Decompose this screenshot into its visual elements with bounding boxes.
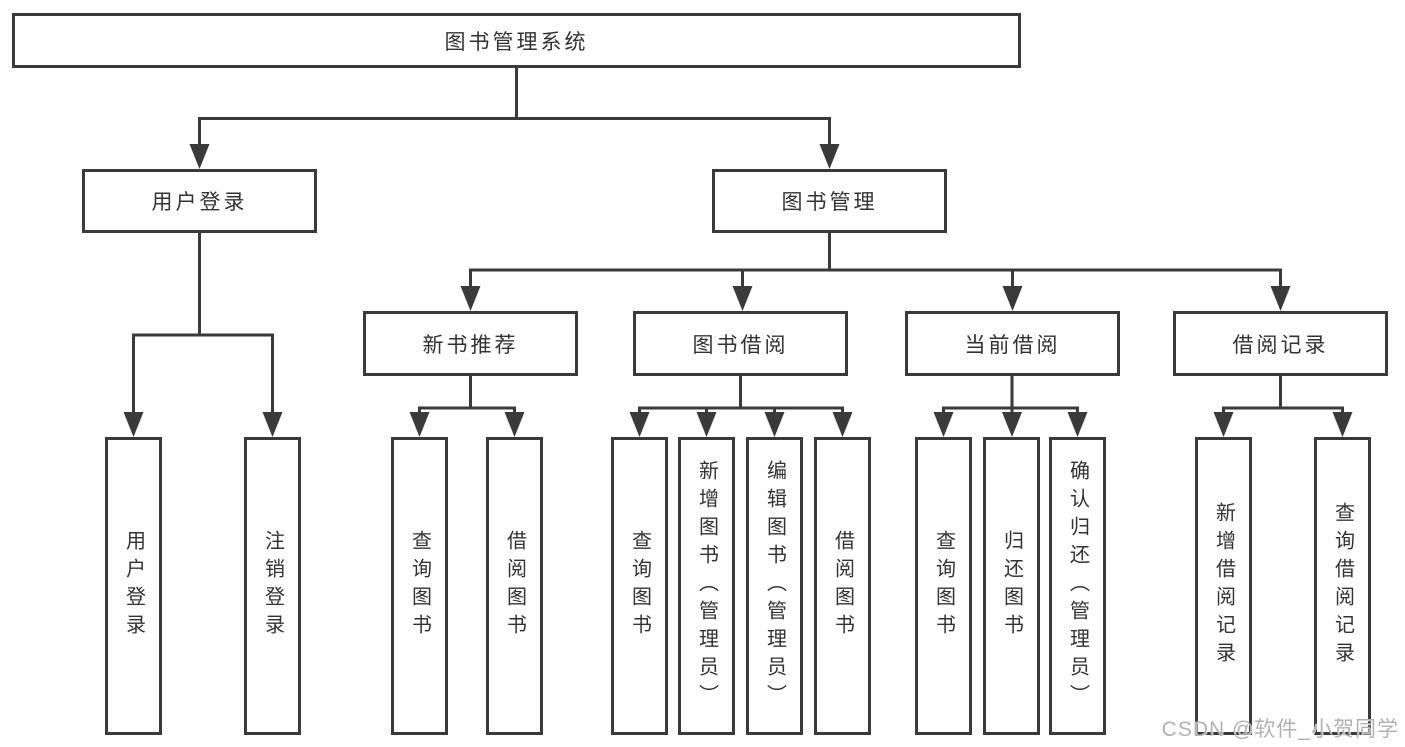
leaf-newrec-borrow-books: 借阅图书 [486,437,543,735]
node-book-management: 图书管理 [712,169,947,233]
node-root: 图书管理系统 [12,13,1021,68]
node-book-borrowing: 图书借阅 [633,311,848,376]
leaf-add-books-admin: 新增图书（管理员） [678,437,735,735]
leaf-logout: 注销登录 [244,437,301,735]
node-new-book-recommend: 新书推荐 [363,311,578,376]
leaf-borrowing-borrow-books: 借阅图书 [814,437,871,735]
node-borrowing-records: 借阅记录 [1173,311,1388,376]
leaf-add-borrow-record: 新增借阅记录 [1195,437,1252,735]
leaf-confirm-return-admin: 确认归还（管理员） [1049,437,1106,735]
leaf-user-login: 用户登录 [105,437,162,735]
leaf-edit-books-admin: 编辑图书（管理员） [746,437,803,735]
csdn-watermark: CSDN @软件_小贺同学 [1161,718,1399,741]
leaf-newrec-query-books: 查询图书 [391,437,448,735]
leaf-query-borrow-record: 查询借阅记录 [1314,437,1371,735]
leaf-current-query-books: 查询图书 [915,437,972,735]
leaf-borrowing-query-books: 查询图书 [611,437,668,735]
node-user-login: 用户登录 [82,169,317,233]
leaf-return-books: 归还图书 [983,437,1040,735]
node-current-borrowing: 当前借阅 [905,311,1120,376]
